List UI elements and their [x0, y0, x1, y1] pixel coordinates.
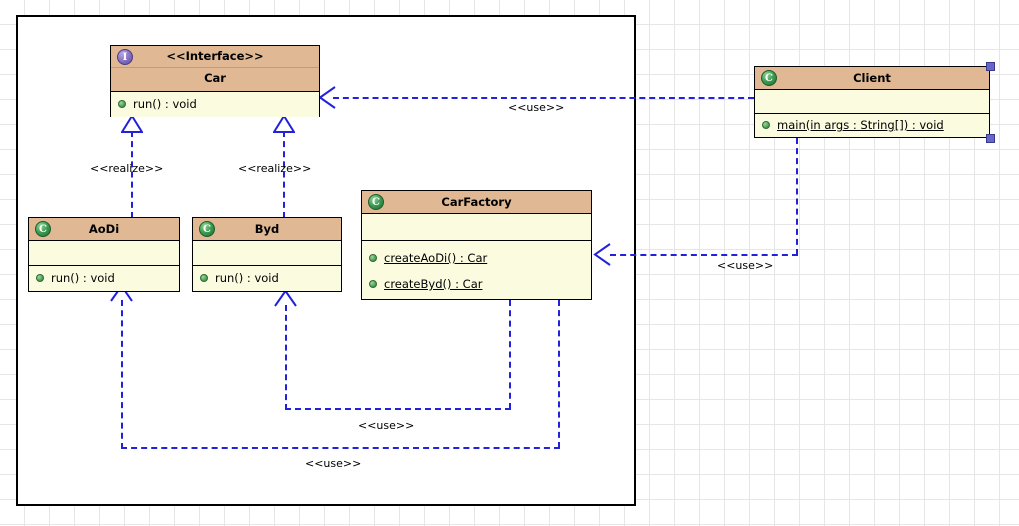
interface-icon: I — [117, 48, 133, 65]
class-operations-client: main(in args : String[]) : void — [755, 114, 989, 137]
class-box-byd[interactable]: C Byd run() : void — [192, 217, 342, 292]
class-name-car: Car — [204, 71, 226, 85]
class-header-byd: C Byd — [193, 218, 341, 241]
class-icon: C — [761, 70, 777, 86]
class-attributes-aodi — [29, 241, 179, 266]
operation-signature: run() : void — [133, 97, 197, 111]
class-box-car[interactable]: I <<Interface>> Car run() : void — [110, 45, 320, 117]
operation-item[interactable]: run() : void — [29, 270, 179, 286]
realize-byd-car-line[interactable] — [283, 131, 285, 218]
class-name-aodi: AoDi — [88, 222, 120, 236]
operation-signature: createAoDi() : Car — [384, 251, 488, 265]
class-operations-byd: run() : void — [193, 266, 341, 291]
class-name-client: Client — [853, 71, 891, 85]
use-client-car-arrowhead — [318, 86, 336, 109]
class-stereotype-row-car: I <<Interface>> — [111, 46, 319, 68]
use-factory-byd-hline[interactable] — [285, 408, 511, 410]
operation-signature: run() : void — [51, 271, 115, 285]
class-operations-carfactory: createAoDi() : Car createByd() : Car — [362, 241, 591, 299]
class-name-row-client: C Client — [755, 67, 989, 89]
class-operations-aodi: run() : void — [29, 266, 179, 291]
edge-label-use-factory-byd: <<use>> — [358, 419, 415, 432]
use-factory-aodi-hline[interactable] — [121, 447, 560, 449]
class-box-aodi[interactable]: C AoDi run() : void — [28, 217, 180, 292]
class-name-row-byd: C Byd — [193, 218, 341, 240]
class-box-carfactory[interactable]: C CarFactory createAoDi() : Car createBy… — [361, 190, 592, 300]
class-stereotype-car: <<Interface>> — [166, 49, 264, 63]
operation-signature: run() : void — [215, 271, 279, 285]
class-name-carfactory: CarFactory — [441, 195, 512, 209]
use-client-car-line[interactable] — [333, 97, 754, 99]
operation-item[interactable]: run() : void — [193, 270, 341, 286]
edge-label-use-factory-aodi: <<use>> — [305, 457, 362, 470]
public-visibility-icon — [200, 274, 208, 282]
class-header-client: C Client — [755, 67, 989, 90]
public-visibility-icon — [762, 121, 770, 129]
edge-label-realize-aodi: <<realize>> — [90, 162, 164, 175]
class-attributes-byd — [193, 241, 341, 266]
class-attributes-carfactory — [362, 214, 591, 241]
realize-aodi-car-line[interactable] — [131, 131, 133, 218]
use-client-factory-arrowhead — [593, 243, 611, 266]
edge-label-realize-byd: <<realize>> — [238, 162, 312, 175]
operation-item[interactable]: main(in args : String[]) : void — [755, 117, 989, 133]
use-factory-byd-vline-right[interactable] — [509, 300, 511, 409]
class-header-carfactory: C CarFactory — [362, 191, 591, 214]
class-operations-car: run() : void — [111, 92, 319, 117]
public-visibility-icon — [369, 280, 377, 288]
class-box-client[interactable]: C Client main(in args : String[]) : void — [754, 66, 990, 138]
edge-label-use-client-car: <<use>> — [508, 101, 565, 114]
selection-handle-bottom-right[interactable] — [986, 134, 995, 143]
class-name-byd: Byd — [254, 222, 280, 236]
operation-item[interactable]: createByd() : Car — [362, 276, 591, 292]
edge-label-use-client-factory: <<use>> — [717, 259, 774, 272]
operation-signature: createByd() : Car — [384, 277, 483, 291]
use-factory-byd-vline-left[interactable] — [285, 305, 287, 410]
operation-signature: main(in args : String[]) : void — [777, 118, 944, 132]
use-client-factory-hline[interactable] — [610, 254, 798, 256]
class-name-row-aodi: C AoDi — [29, 218, 179, 240]
use-factory-aodi-vline-right[interactable] — [558, 300, 560, 448]
operation-item[interactable]: createAoDi() : Car — [362, 250, 591, 266]
public-visibility-icon — [118, 100, 126, 108]
use-client-factory-vline[interactable] — [796, 138, 798, 255]
class-icon: C — [35, 221, 51, 237]
class-name-row-car: Car — [111, 68, 319, 89]
class-icon: C — [368, 194, 384, 210]
use-factory-aodi-vline-left[interactable] — [121, 300, 123, 449]
class-name-row-carfactory: C CarFactory — [362, 191, 591, 213]
selection-handle-top-right[interactable] — [986, 62, 995, 71]
class-attributes-client — [755, 90, 989, 114]
class-icon: C — [199, 221, 215, 237]
operation-item[interactable]: run() : void — [111, 96, 319, 112]
public-visibility-icon — [36, 274, 44, 282]
public-visibility-icon — [369, 254, 377, 262]
class-header-aodi: C AoDi — [29, 218, 179, 241]
class-header-car: I <<Interface>> Car — [111, 46, 319, 92]
